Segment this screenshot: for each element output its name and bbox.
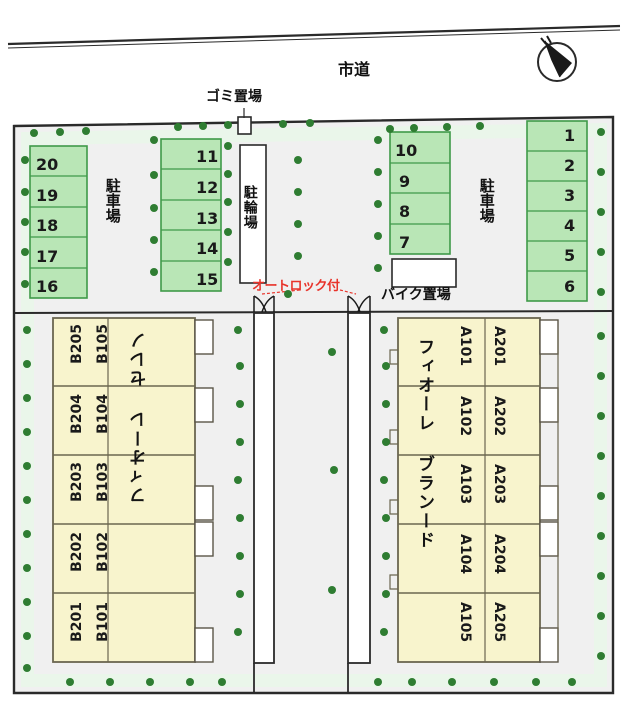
unit-label[interactable]: B201 (69, 602, 85, 642)
parking-stall[interactable]: 12 (196, 178, 219, 197)
parking-stall[interactable]: 9 (399, 172, 411, 191)
unit-label[interactable]: A204 (491, 534, 507, 575)
parking-block-right-inner (389, 131, 451, 255)
garbage-station-label: ゴミ置場 (206, 89, 262, 105)
parking-stall[interactable]: 4 (564, 216, 576, 235)
parking-stall[interactable]: 1 (564, 126, 576, 145)
unit-label[interactable]: A201 (491, 326, 507, 367)
parking-stall[interactable]: 8 (399, 202, 411, 221)
parking-label-right: 駐車場 (477, 178, 496, 223)
garbage-station (237, 108, 252, 135)
parking-stall[interactable]: 10 (395, 141, 418, 160)
bicycle-parking-label: 駐輪場 (241, 185, 258, 230)
unit-label[interactable]: A105 (457, 602, 473, 643)
parking-stall[interactable]: 16 (36, 277, 59, 296)
parking-block-right-outer (526, 120, 588, 302)
building-right (389, 317, 559, 663)
unit-label[interactable]: B105 (95, 324, 111, 364)
unit-label[interactable]: A101 (457, 326, 473, 367)
parking-stall[interactable]: 5 (564, 246, 576, 265)
building-name-right: フィオーレ ブランード (414, 338, 434, 550)
motorcycle-parking-label: バイク置場 (381, 287, 451, 303)
unit-label[interactable]: A202 (491, 396, 507, 437)
bicycle-parking (239, 144, 267, 284)
north-arrow-icon (537, 35, 577, 82)
parking-stall[interactable]: 19 (36, 186, 59, 205)
unit-label[interactable]: A103 (457, 464, 473, 505)
autolock-leader-lines (261, 289, 357, 295)
building-name-left: フィオーレ セレノ (130, 330, 150, 504)
city-road-label: 市道 (338, 60, 371, 79)
parking-stall[interactable]: 18 (36, 216, 59, 235)
autolock-gate-right (347, 295, 371, 313)
unit-label[interactable]: B101 (95, 602, 111, 642)
parking-stall[interactable]: 2 (564, 156, 576, 175)
parking-stall[interactable]: 7 (399, 233, 411, 252)
parking-stall[interactable]: 15 (196, 270, 219, 289)
building-left (52, 317, 214, 663)
unit-label[interactable]: B104 (95, 394, 111, 434)
unit-label[interactable]: B205 (69, 324, 85, 364)
parking-block-left-inner (160, 138, 222, 292)
parking-stall[interactable]: 20 (36, 155, 59, 174)
parking-stall[interactable]: 13 (196, 209, 219, 228)
unit-label[interactable]: A205 (491, 602, 507, 643)
unit-label[interactable]: B203 (69, 462, 85, 502)
autolock-label: オートロック付 (252, 279, 340, 294)
parking-stall[interactable]: 11 (196, 147, 219, 166)
parking-block-left-outer (29, 145, 88, 299)
unit-label[interactable]: B202 (69, 532, 85, 572)
unit-label[interactable]: B103 (95, 462, 111, 502)
central-corridor (253, 312, 371, 693)
unit-label[interactable]: B102 (95, 532, 111, 572)
motorcycle-parking (391, 258, 457, 298)
parking-label-left: 駐車場 (103, 178, 122, 223)
parking-stall[interactable]: 3 (564, 186, 576, 205)
unit-label[interactable]: B204 (69, 394, 85, 434)
parking-stall[interactable]: 17 (36, 247, 59, 266)
parking-stall[interactable]: 6 (564, 277, 576, 296)
city-road (7, 24, 621, 49)
shrub-dots (21, 119, 605, 686)
autolock-gate-left (253, 295, 275, 313)
unit-label[interactable]: A102 (457, 396, 473, 437)
parking-stall[interactable]: 14 (196, 239, 219, 258)
unit-label[interactable]: A104 (457, 534, 473, 575)
unit-label[interactable]: A203 (491, 464, 507, 505)
